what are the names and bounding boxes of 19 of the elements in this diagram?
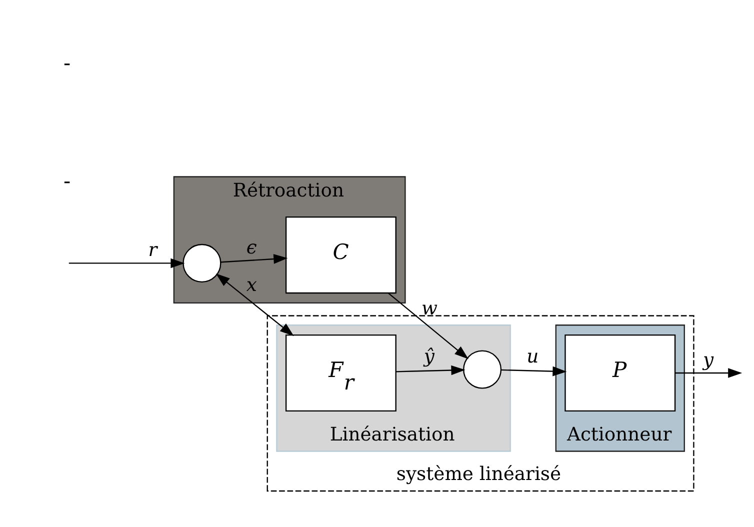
arrow bbox=[396, 365, 466, 376]
node-circle bbox=[182, 244, 222, 282]
edge-label: x bbox=[246, 275, 257, 296]
edge-label: ϵ bbox=[246, 238, 257, 259]
edge-label: r bbox=[148, 240, 158, 261]
arrow bbox=[68, 258, 185, 268]
arrow bbox=[216, 273, 294, 336]
edge-label: u bbox=[526, 346, 539, 368]
arrow bbox=[675, 368, 742, 378]
edge-label: y bbox=[703, 350, 714, 371]
arrow bbox=[501, 366, 567, 376]
node-circle bbox=[463, 350, 502, 389]
label: - bbox=[64, 168, 71, 193]
label: - bbox=[64, 50, 71, 75]
arrow bbox=[220, 254, 288, 264]
node-box: C bbox=[285, 216, 396, 294]
arrow bbox=[388, 292, 468, 360]
edge-label: ŷ bbox=[424, 346, 434, 368]
node-box: P bbox=[564, 334, 676, 412]
